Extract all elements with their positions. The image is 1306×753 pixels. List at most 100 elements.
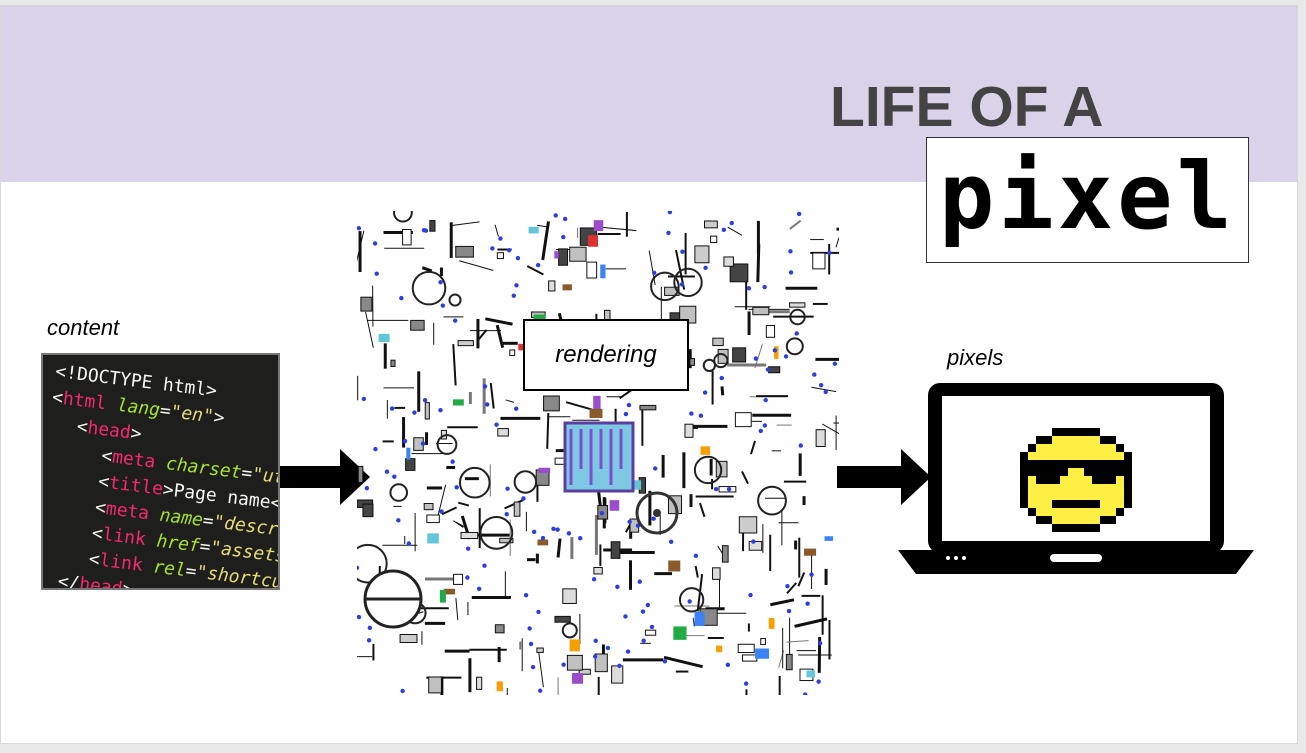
machine-dot bbox=[527, 626, 532, 631]
smiley-pixel bbox=[1036, 452, 1044, 460]
smiley-pixel bbox=[1052, 516, 1060, 524]
smiley-pixel bbox=[1060, 468, 1068, 476]
machine-part bbox=[428, 676, 442, 694]
machine-dot bbox=[713, 486, 719, 492]
smiley-pixel bbox=[1076, 428, 1084, 436]
machine-dot bbox=[514, 283, 519, 288]
machine-part bbox=[737, 643, 755, 654]
machine-part bbox=[765, 324, 776, 338]
smiley-pixel bbox=[1020, 452, 1028, 460]
machine-accent bbox=[439, 589, 446, 603]
smiley-pixel bbox=[1116, 452, 1124, 460]
smiley-pixel bbox=[1060, 460, 1068, 468]
machine-part bbox=[402, 228, 412, 246]
machine-accent bbox=[537, 539, 549, 546]
right-arrow-icon bbox=[280, 449, 370, 505]
machine-accent bbox=[538, 467, 551, 473]
smiley-pixel bbox=[1076, 500, 1084, 508]
machine-dot bbox=[623, 411, 629, 417]
machine-dot bbox=[653, 466, 658, 471]
machine-pipe bbox=[452, 221, 480, 226]
smiley-pixel bbox=[1092, 436, 1100, 444]
smiley-pixel bbox=[1052, 508, 1060, 516]
machine-dot bbox=[687, 599, 692, 604]
machine-part bbox=[569, 246, 587, 262]
smiley-pixel bbox=[1052, 484, 1060, 492]
machine-pipe bbox=[750, 440, 756, 455]
machine-gear bbox=[411, 270, 447, 306]
machine-pipe bbox=[357, 230, 365, 262]
machine-accent bbox=[554, 251, 559, 259]
machine-gear bbox=[650, 271, 680, 302]
machine-dot bbox=[423, 228, 429, 233]
machine-dot bbox=[758, 428, 764, 434]
code-token: link bbox=[101, 523, 148, 551]
smiley-pixel bbox=[1060, 436, 1068, 444]
machine-dot bbox=[753, 356, 759, 361]
smiley-pixel bbox=[1108, 476, 1116, 484]
machine-dot bbox=[599, 510, 605, 516]
smiley-pixel bbox=[1068, 484, 1076, 492]
smiley-pixel bbox=[1092, 468, 1100, 476]
machine-dot bbox=[591, 577, 597, 582]
machine-dot bbox=[783, 354, 789, 359]
smiley-pixel bbox=[1100, 436, 1108, 444]
machine-gear bbox=[785, 337, 804, 356]
machine-part bbox=[566, 654, 583, 671]
smiley-pixel bbox=[1124, 452, 1132, 460]
smiley-pixel bbox=[1044, 468, 1052, 476]
smiley-pixel bbox=[1020, 468, 1028, 476]
pixels-label: pixels bbox=[947, 345, 1004, 370]
machine-dot bbox=[515, 255, 521, 261]
machine-dot bbox=[400, 688, 405, 694]
machine-dot bbox=[721, 227, 727, 233]
machine-accent bbox=[443, 588, 456, 595]
smiley-pixel bbox=[1092, 460, 1100, 468]
machine-dot bbox=[361, 396, 367, 402]
machine-dot bbox=[786, 608, 792, 614]
smiley-pixel bbox=[1036, 436, 1044, 444]
smiley-pixel bbox=[1076, 460, 1084, 468]
smiley-pixel bbox=[1052, 468, 1060, 476]
code-token: html bbox=[61, 388, 108, 415]
smiley-pixel bbox=[1108, 484, 1116, 492]
machine-pipe bbox=[786, 640, 809, 643]
smiley-pixel bbox=[1108, 444, 1116, 452]
machine-pipe bbox=[526, 265, 544, 276]
code-lines: <!DOCTYPE html><html lang="en"><head><me… bbox=[43, 359, 278, 588]
smiley-pixel bbox=[1100, 484, 1108, 492]
machine-part bbox=[812, 252, 826, 270]
machine-dot bbox=[651, 270, 657, 276]
slide-title: LIFE OF A bbox=[830, 75, 1104, 139]
machine-dot bbox=[763, 397, 768, 403]
machine-pipe bbox=[786, 582, 797, 595]
machine-pipe bbox=[421, 266, 433, 273]
machine-part bbox=[499, 537, 514, 544]
machine-dot bbox=[553, 213, 558, 218]
smiley-pixel bbox=[1044, 516, 1052, 524]
machine-dot bbox=[693, 553, 699, 559]
machine-dot bbox=[592, 654, 598, 659]
machine-dot bbox=[637, 579, 642, 584]
smiley-pixel bbox=[1052, 428, 1060, 436]
machine-dot bbox=[476, 586, 482, 592]
machine-accent bbox=[629, 480, 642, 490]
smiley-pixel bbox=[1108, 460, 1116, 468]
machine-dot bbox=[530, 664, 536, 670]
machine-gear bbox=[458, 466, 491, 499]
machine-dot bbox=[511, 293, 516, 298]
smiley-pixel bbox=[1044, 460, 1052, 468]
machine-part bbox=[399, 634, 418, 643]
machine-dot bbox=[412, 410, 417, 415]
smiley-pixel bbox=[1092, 500, 1100, 508]
smiley-pixel bbox=[1100, 492, 1108, 500]
machine-dot bbox=[817, 641, 823, 646]
smiley-pixel bbox=[1068, 476, 1076, 484]
machine-dot bbox=[452, 318, 458, 323]
smiley-pixel bbox=[1052, 460, 1060, 468]
smiley-pixel bbox=[1108, 452, 1116, 460]
machine-dot bbox=[748, 592, 753, 598]
smiley-pixel bbox=[1020, 484, 1028, 492]
rendering-machine-illustration bbox=[357, 211, 839, 695]
machine-dot bbox=[796, 211, 802, 217]
